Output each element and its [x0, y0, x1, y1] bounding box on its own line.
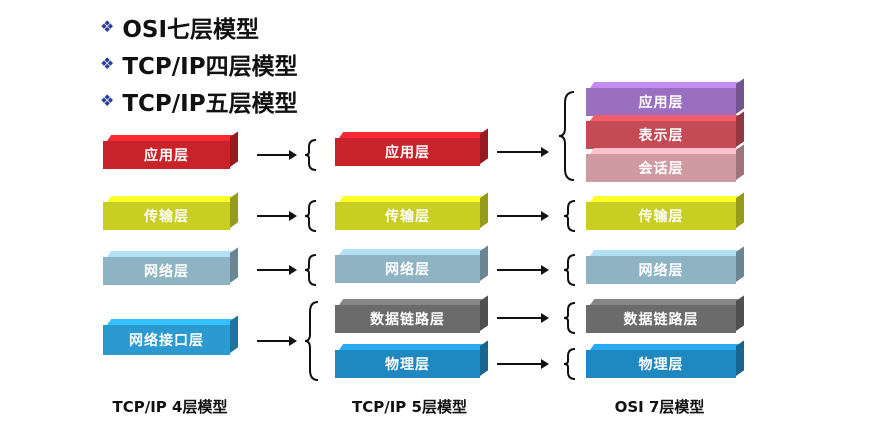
title-tcpip5: ❖ TCP/IP五层模型 [100, 90, 298, 117]
diamond-bullet-icon: ❖ [100, 54, 115, 73]
osi7-presentation-layer: 表示层 [586, 121, 736, 149]
arrow-icon [257, 211, 297, 221]
arrow-icon [257, 265, 297, 275]
brace-icon [304, 139, 317, 171]
title-tcpip4: ❖ TCP/IP四层模型 [100, 53, 298, 80]
osi7-datalink-layer: 数据链路层 [586, 305, 736, 333]
arrow-icon [497, 211, 549, 221]
tcpip5-datalink-layer: 数据链路层 [335, 305, 480, 333]
osi7-model-label: OSI 7层模型 [614, 398, 705, 416]
tcpip5-model-label: TCP/IP 5层模型 [352, 398, 467, 416]
tcpip4-network-layer: 网络层 [103, 257, 230, 285]
osi7-application-layer: 应用层 [586, 88, 736, 116]
brace-icon [304, 254, 317, 286]
arrow-icon [497, 147, 549, 157]
tcpip5-network-layer: 网络层 [335, 255, 480, 283]
diamond-bullet-icon: ❖ [100, 91, 115, 110]
tcpip5-application-layer: 应用层 [335, 138, 480, 166]
brace-icon [304, 200, 317, 232]
brace-icon [563, 348, 576, 380]
arrow-icon [497, 265, 549, 275]
title-list: ❖ OSI七层模型 ❖ TCP/IP四层模型 ❖ TCP/IP五层模型 [100, 8, 298, 119]
title-osi7: ❖ OSI七层模型 [100, 16, 260, 43]
tcpip5-physical-layer: 物理层 [335, 350, 480, 378]
osi7-network-layer: 网络层 [586, 256, 736, 284]
diamond-bullet-icon: ❖ [100, 17, 115, 36]
arrow-icon [497, 313, 549, 323]
brace-icon [563, 254, 576, 286]
tcpip4-application-layer: 应用层 [103, 141, 230, 169]
tcpip5-transport-layer: 传输层 [335, 202, 480, 230]
arrow-icon [257, 336, 297, 346]
arrow-icon [257, 150, 297, 160]
osi7-physical-layer: 物理层 [586, 350, 736, 378]
brace-icon [558, 91, 575, 181]
arrow-icon [497, 359, 549, 369]
tcpip4-network-interface-layer: 网络接口层 [103, 325, 230, 355]
osi7-session-layer: 会话层 [586, 154, 736, 182]
tcpip4-model-label: TCP/IP 4层模型 [112, 398, 228, 416]
osi7-transport-layer: 传输层 [586, 202, 736, 230]
brace-icon [563, 302, 576, 334]
brace-icon [563, 200, 576, 232]
brace-icon [304, 301, 319, 381]
tcpip4-transport-layer: 传输层 [103, 202, 230, 230]
